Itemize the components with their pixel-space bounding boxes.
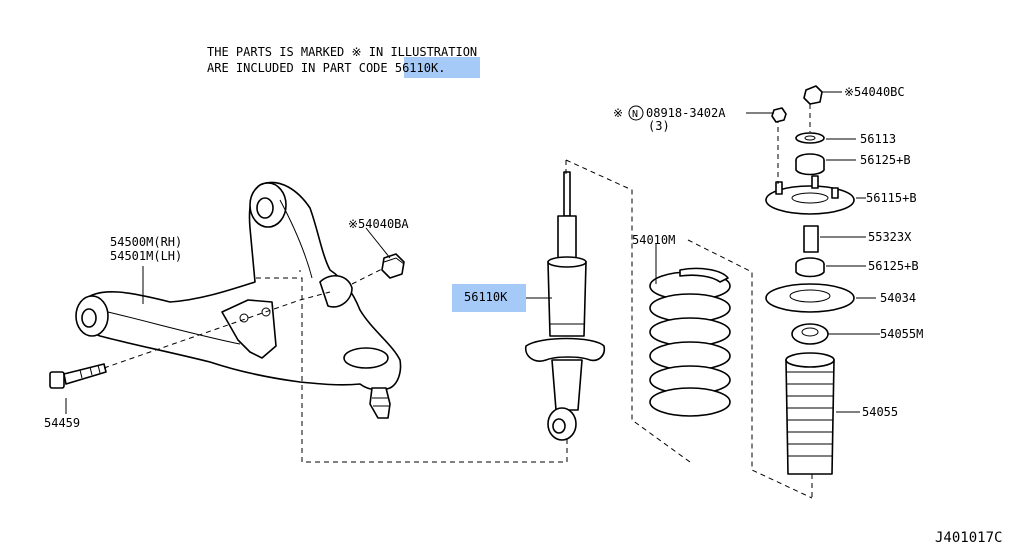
callout-55323x: 55323X [868,230,912,244]
callout-54010m: 54010M [632,233,675,247]
callout-56125b-bottom: 56125+B [868,259,919,273]
callout-56110k: 56110K [464,290,508,304]
callout-54034: 54034 [880,291,916,305]
callout-08918-qty: (3) [648,119,670,133]
nut-54040ba[interactable] [381,253,405,279]
callout-54040bc: ※54040BC [844,85,905,99]
note-part-code: 56110K. [395,61,446,75]
callout-54055m: 54055M [880,327,923,341]
callout-08918-n: N [632,109,638,120]
callout-56110k-highlight [452,284,526,312]
callout-54501m: 54501M(LH) [110,249,182,263]
callout-54055: 54055 [862,405,898,419]
callout-54500m: 54500M(RH) [110,235,182,249]
coil-spring[interactable] [649,267,731,417]
callout-54459: 54459 [44,416,80,430]
callout-08918-3402a: 08918-3402A [646,106,726,120]
strut-mount-stack[interactable] [765,85,855,475]
callout-08918-marker: ※ [613,106,623,120]
diagram-code: J401017C [935,530,1002,546]
shock-absorber[interactable] [524,171,606,441]
bolt-54459[interactable] [49,363,107,389]
callout-54040ba: ※54040BA [348,217,409,231]
callout-56125b-top: 56125+B [860,153,911,167]
note-line-2-prefix: ARE INCLUDED IN PART CODE [207,61,395,75]
lower-control-arm[interactable] [75,181,402,419]
callout-56113: 56113 [860,132,896,146]
note-code-highlight [404,57,480,78]
callout-56115b: 56115+B [866,191,917,205]
note-line-1: THE PARTS IS MARKED ※ IN ILLUSTRATION [207,45,477,59]
nut-08918-3402a[interactable] [771,107,787,123]
n-circle-icon [628,105,644,121]
note-line-2: ARE INCLUDED IN PART CODE 56110K. [207,61,445,75]
